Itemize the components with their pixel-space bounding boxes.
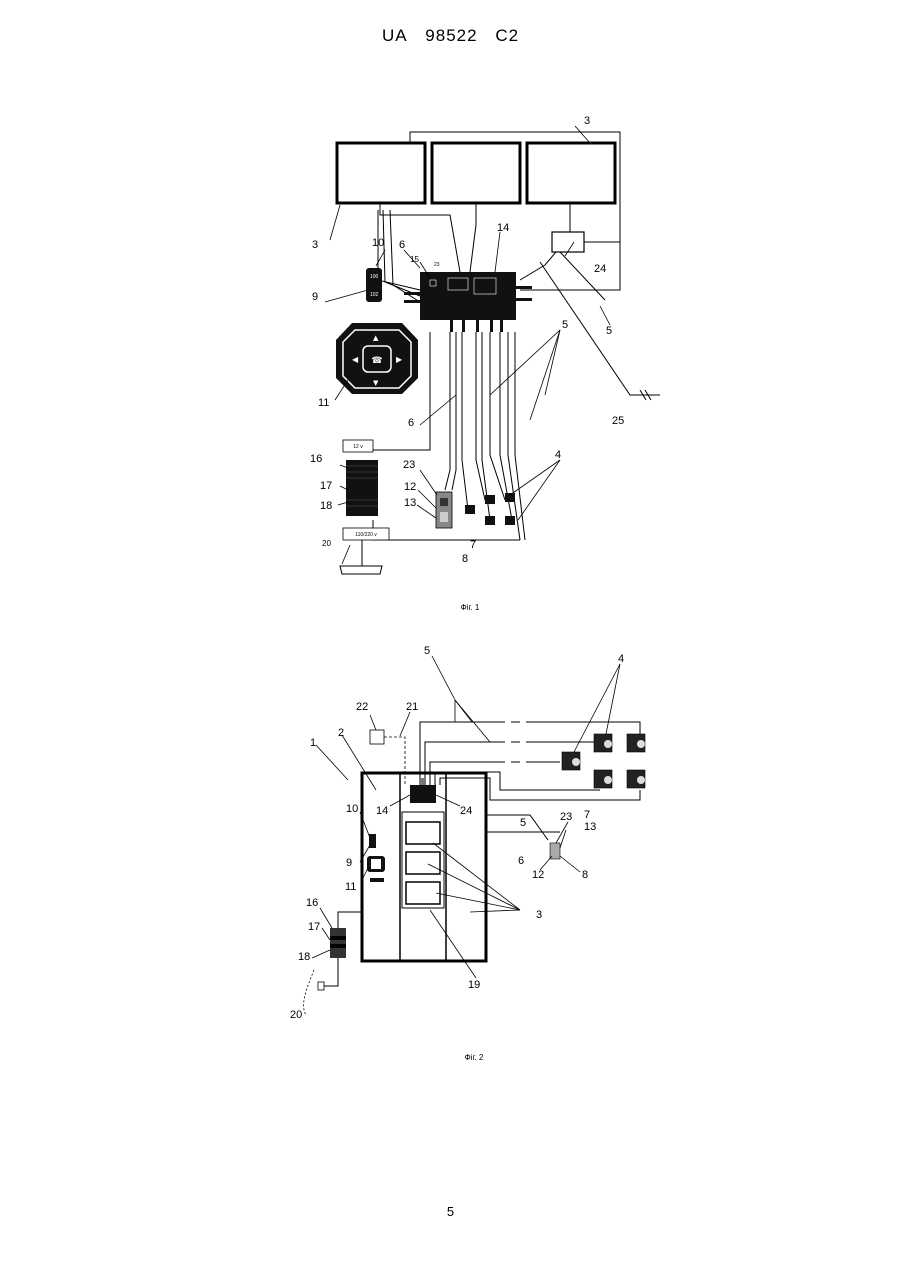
control-pad-11: ☎ ◀ ▶ ▲ ▼	[336, 323, 418, 394]
svg-text:▼: ▼	[373, 379, 379, 387]
fig1-label: 13	[404, 497, 416, 509]
fig2-label: 1	[310, 737, 316, 749]
fig1-label: 14	[497, 222, 509, 234]
fig1-label: 3	[584, 115, 590, 127]
svg-text:▲: ▲	[373, 334, 379, 342]
fig1-label: 23	[434, 262, 440, 268]
fig1-label: 25	[612, 415, 624, 427]
fig1-label: 4	[555, 449, 561, 461]
fig2-label: 14	[376, 805, 388, 817]
page-number: 5	[0, 1204, 901, 1219]
power-outlet-20	[304, 970, 314, 1015]
power-supply-16	[346, 460, 378, 516]
power-outlet-20	[340, 566, 382, 574]
fig2-label: 6	[518, 855, 524, 867]
monitor-right	[527, 143, 615, 203]
svg-text:◀: ◀	[352, 355, 359, 364]
fig1-label: 5	[562, 319, 568, 331]
fig1-label: 6	[399, 239, 405, 251]
fig2-label: 23	[560, 811, 572, 823]
fig2-label: 24	[460, 805, 472, 817]
screen-3	[406, 852, 440, 874]
fig1-caption: Фіг. 1	[461, 603, 480, 612]
fig2-label: 9	[346, 857, 352, 869]
fig1-label: 3	[312, 239, 318, 251]
fig2-label: 2	[338, 727, 344, 739]
fig2-caption: Фіг. 2	[465, 1053, 484, 1062]
fig1-label: 12	[404, 481, 416, 493]
fig1-label: 5	[606, 325, 612, 337]
door-panel-7	[436, 492, 452, 528]
camera-4	[505, 516, 515, 525]
fig2-label: 5	[520, 817, 526, 829]
svg-text:102: 102	[370, 292, 379, 298]
fig2-label: 21	[406, 701, 418, 713]
fig2-label: 5	[424, 645, 430, 657]
fig1-label: 7	[470, 539, 476, 551]
camera-4	[465, 505, 475, 514]
fig1-label: 10	[372, 237, 384, 249]
camera-4	[485, 516, 495, 525]
fig2-label: 4	[618, 653, 624, 665]
power-supply-16	[330, 928, 346, 958]
fig2-label: 3	[536, 909, 542, 921]
svg-text:▶: ▶	[396, 355, 403, 364]
fig2-label: 19	[468, 979, 480, 991]
fig1-label: 16	[310, 453, 322, 465]
figure-1: 100 102 ☎ ◀ ▶ ▲ ▼ 12 v 110/220 v	[0, 0, 901, 640]
fig1-label: 8	[462, 553, 468, 565]
fig2-label: 12	[532, 869, 544, 881]
screen-3	[406, 882, 440, 904]
fig2-label: 22	[356, 701, 368, 713]
module-24	[552, 232, 584, 252]
controller-14	[410, 785, 436, 803]
fig2-label: 17	[308, 921, 320, 933]
fig2-label: 11	[345, 881, 356, 893]
fig1-label: 9	[312, 291, 318, 303]
fig1-label: 24	[594, 263, 606, 275]
camera-4	[505, 493, 515, 502]
camera-4	[485, 495, 495, 504]
fig2-label: 18	[298, 951, 310, 963]
psu-bottom-label: 110/220 v	[355, 532, 377, 538]
svg-text:100: 100	[370, 274, 379, 280]
monitor-left	[337, 143, 425, 203]
module-22	[370, 730, 384, 744]
fig1-label: 18	[320, 500, 332, 512]
fig2-label: 13	[584, 821, 596, 833]
fig2-label: 20	[290, 1009, 302, 1021]
fig1-label: 6	[408, 417, 414, 429]
fig2-label: 7	[584, 809, 590, 821]
remote-control-9	[369, 834, 376, 848]
svg-text:☎: ☎	[371, 356, 382, 366]
monitor-center	[432, 143, 520, 203]
screen-3	[406, 822, 440, 844]
fig1-label: 20	[322, 539, 331, 548]
psu-top-label: 12 v	[353, 444, 363, 450]
fig1-label: 11	[318, 397, 329, 409]
fig1-label: 15	[410, 255, 419, 264]
fig1-label: 17	[320, 480, 332, 492]
fig1-label: 23	[403, 459, 415, 471]
fig2-label: 8	[582, 869, 588, 881]
fig2-label: 10	[346, 803, 358, 815]
fig2-label: 16	[306, 897, 318, 909]
figure-2: 5 4 22 21 1 2 10 14 24 23 7 5 13 9 6 12 …	[0, 630, 901, 1070]
